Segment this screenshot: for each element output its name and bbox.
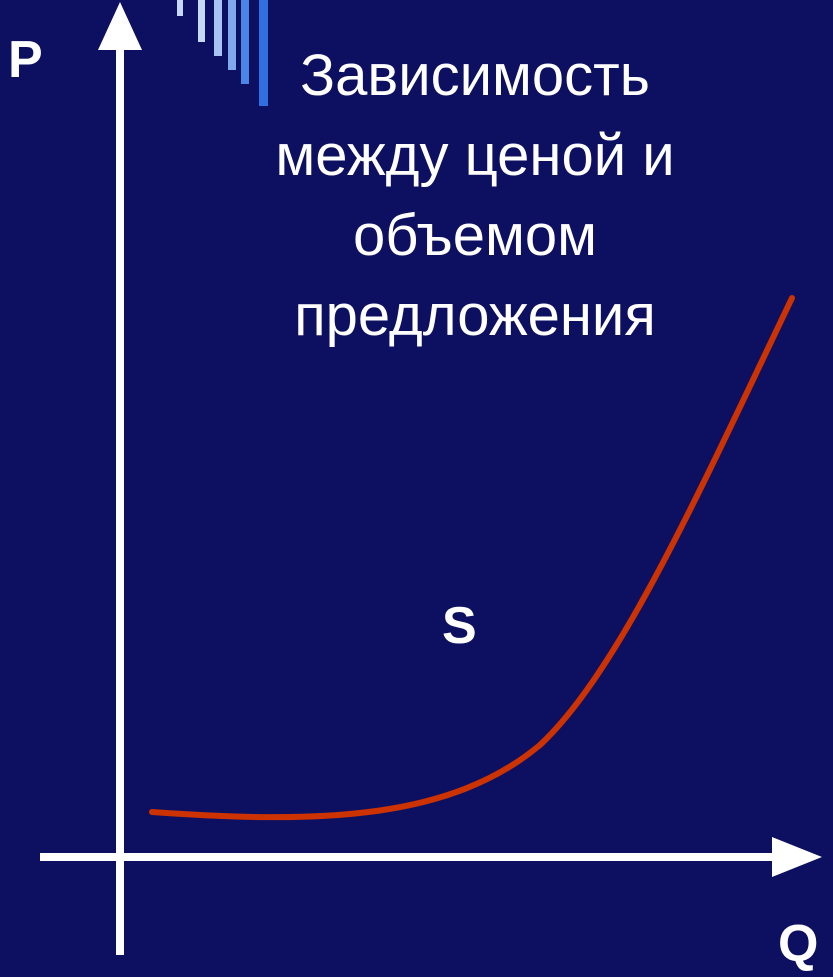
title-line-2: между ценой и xyxy=(275,123,675,188)
x-axis-label: Q xyxy=(778,915,819,973)
y-axis-label: P xyxy=(8,31,43,89)
slide-title: Зависимость между ценой и объемом предло… xyxy=(195,36,755,356)
title-line-3: объемом xyxy=(352,203,598,268)
stripe xyxy=(214,0,222,56)
stripe xyxy=(228,0,236,70)
stripe xyxy=(177,0,183,16)
stripe xyxy=(198,0,205,42)
curve-label: S xyxy=(442,597,477,655)
title-line-1: Зависимость xyxy=(300,43,650,108)
x-axis-arrowhead xyxy=(772,837,822,877)
stripe xyxy=(241,0,249,84)
y-axis-arrowhead xyxy=(98,2,142,50)
title-line-4: предложения xyxy=(294,283,656,348)
stripe xyxy=(259,0,268,106)
supply-curve xyxy=(149,295,795,821)
